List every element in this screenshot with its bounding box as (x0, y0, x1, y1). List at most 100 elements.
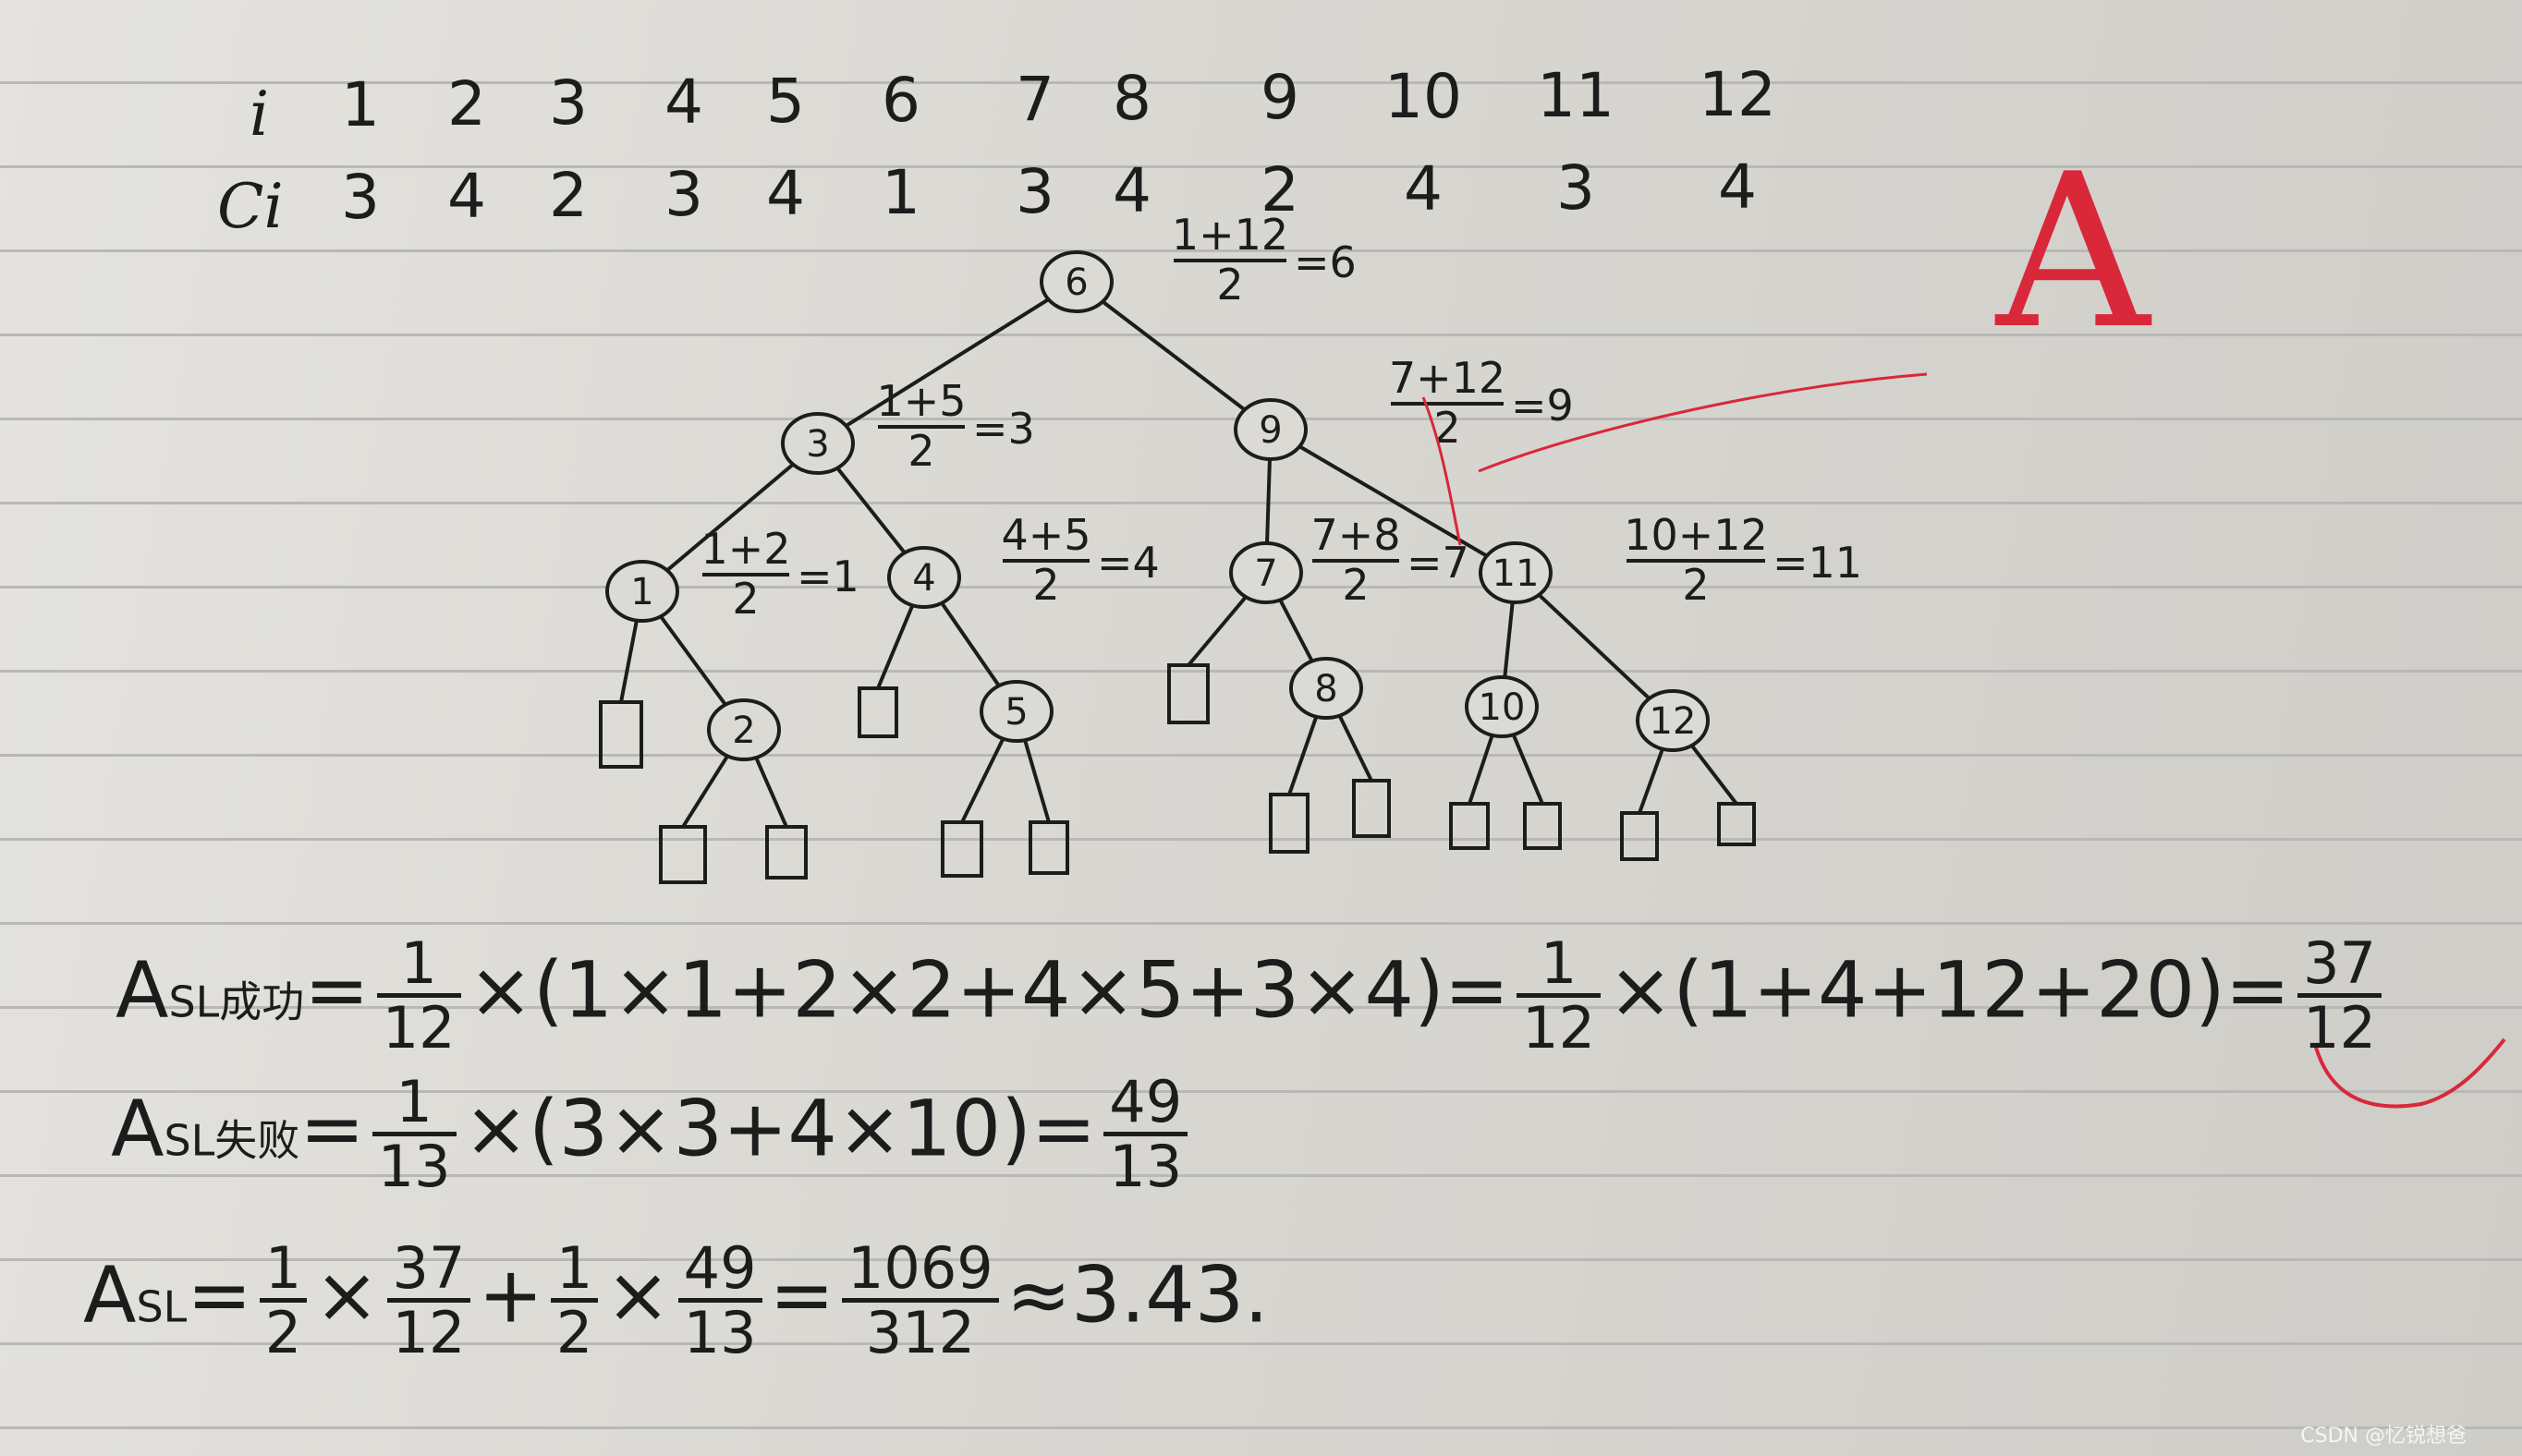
note-denominator: 2 (1032, 560, 1059, 610)
i-value: 8 (1113, 63, 1151, 134)
tree-node-label: 8 (1314, 668, 1337, 710)
tree-node-circle (1636, 689, 1710, 752)
midpoint-note: 1+22 =1 (701, 524, 859, 624)
ci-value: 4 (1404, 153, 1443, 224)
note-denominator: 2 (1682, 560, 1709, 610)
denominator: 12 (2303, 994, 2377, 1062)
tree-node-label: 2 (732, 710, 755, 752)
tree-node-circle (1465, 675, 1539, 738)
note-result: =9 (1511, 381, 1574, 431)
numerator: 49 (677, 1238, 762, 1304)
expression: ×(3×3+4×10)= (463, 1083, 1097, 1174)
numerator: 1 (372, 1072, 457, 1137)
red-tick-stroke (1421, 396, 1462, 546)
midpoint-note: 7+82=7 (1310, 510, 1468, 610)
denominator: 2 (264, 1299, 302, 1367)
midpoint-note: 1+122=6 (1172, 210, 1357, 309)
red-check-stroke (1478, 372, 1928, 473)
tree-node-circle (1234, 398, 1308, 461)
external-leaf-box (858, 686, 898, 738)
tree-node-circle (605, 560, 679, 623)
tree-node-label: 5 (1005, 691, 1028, 734)
tree-node-label: 10 (1479, 686, 1526, 729)
asl-label: A (83, 1249, 137, 1341)
note-numerator: 1+2 (701, 524, 790, 574)
ci-value: 4 (447, 161, 486, 232)
note-denominator: 2 (732, 574, 759, 624)
watermark: CSDN @忆锐想爸 (2300, 1425, 2467, 1448)
i-value: 9 (1261, 62, 1299, 133)
numerator: 37 (386, 1238, 471, 1304)
numerator: 1 (376, 933, 461, 999)
note-result: =11 (1773, 538, 1862, 588)
tree-node-label: 3 (806, 423, 829, 466)
tree-node-label: 1 (630, 571, 653, 613)
numerator: 49 (1103, 1072, 1188, 1137)
numerator: 1 (259, 1238, 308, 1304)
tree-edge (1514, 571, 1675, 722)
external-leaf-box (1620, 811, 1659, 861)
numerator: 1069 (841, 1238, 999, 1304)
grade-mark: A (1996, 129, 2150, 376)
note-numerator: 7+12 (1389, 353, 1505, 403)
equals-sign: = (187, 1249, 252, 1341)
note-numerator: 4+5 (1001, 510, 1090, 560)
note-result: =4 (1097, 538, 1160, 588)
external-leaf-box (1167, 663, 1210, 724)
i-value: 7 (1016, 64, 1054, 135)
denominator: 12 (1522, 994, 1596, 1062)
midpoint-note: 7+122=9 (1389, 353, 1574, 453)
i-value: 1 (341, 69, 380, 140)
i-value: 6 (882, 65, 920, 136)
tree-node-label: 7 (1254, 552, 1277, 595)
midpoint-note: 4+52 =4 (1001, 510, 1159, 610)
note-numerator: 1+12 (1172, 210, 1288, 260)
external-leaf-box (1269, 793, 1310, 854)
equals-sign: = (304, 944, 370, 1036)
denominator: 12 (382, 994, 456, 1062)
tree-node-circle (1040, 250, 1114, 313)
denominator: 12 (392, 1299, 466, 1367)
plus-sign: + (478, 1249, 543, 1341)
external-leaf-box (659, 825, 707, 884)
tree-edge (1075, 280, 1273, 431)
tree-node-circle (1479, 541, 1553, 604)
ci-value: 2 (549, 160, 588, 231)
tree-node-circle (1229, 541, 1303, 604)
tree-node-label: 9 (1259, 409, 1282, 452)
ci-value: 3 (1016, 156, 1054, 227)
asl-subscript: SL (136, 1281, 188, 1332)
note-result: =3 (972, 404, 1035, 454)
i-value: 4 (664, 67, 703, 138)
external-leaf-box (1029, 820, 1069, 875)
asl-label: A (111, 1083, 164, 1174)
external-leaf-box (1449, 802, 1490, 850)
note-numerator: 1+5 (876, 376, 966, 426)
denominator: 13 (377, 1133, 451, 1201)
i-value: 3 (549, 67, 588, 139)
asl-label: A (116, 944, 169, 1036)
denominator: 13 (1109, 1133, 1183, 1201)
times-sign: × (314, 1249, 380, 1341)
asl-subscript: SL失败 (164, 1115, 300, 1166)
note-result: =1 (797, 552, 859, 601)
tree-node-circle (980, 680, 1054, 743)
tree-edge (1269, 428, 1517, 575)
equals-sign: = (299, 1083, 365, 1174)
approx-result: ≈3.43. (1005, 1249, 1269, 1341)
numerator: 1 (1517, 933, 1602, 999)
i-value: 11 (1537, 60, 1614, 131)
denominator: 2 (555, 1299, 593, 1367)
tree-node-label: 4 (912, 557, 935, 600)
tree-node-label: 12 (1650, 700, 1697, 743)
expression: ×(1+4+12+20)= (1608, 944, 2291, 1036)
note-denominator: 2 (1342, 560, 1369, 610)
asl-subscript: SL成功 (168, 977, 305, 1027)
i-value: 5 (766, 66, 805, 137)
tree-node-circle (887, 546, 961, 609)
